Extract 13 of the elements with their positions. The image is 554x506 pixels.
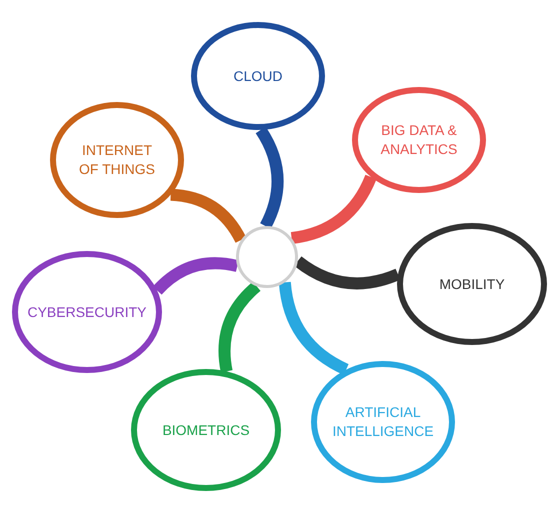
connector-swoosh (218, 282, 261, 372)
topic-label: MOBILITY (439, 274, 505, 294)
topic-label: CYBERSECURITY (27, 302, 147, 322)
topic-label: ARTIFICIAL INTELLIGENCE (332, 403, 434, 441)
topic-label: INTERNET OF THINGS (78, 141, 156, 179)
connector-swoosh (152, 257, 239, 295)
topic-label: BIOMETRICS (162, 420, 250, 440)
connector-swoosh (170, 188, 246, 243)
connector-swoosh (290, 174, 376, 244)
topic-label: BIG DATA & ANALYTICS (380, 121, 458, 159)
topic-label: CLOUD (233, 66, 282, 86)
connector-swoosh (294, 256, 400, 290)
hub-circle (236, 226, 298, 288)
